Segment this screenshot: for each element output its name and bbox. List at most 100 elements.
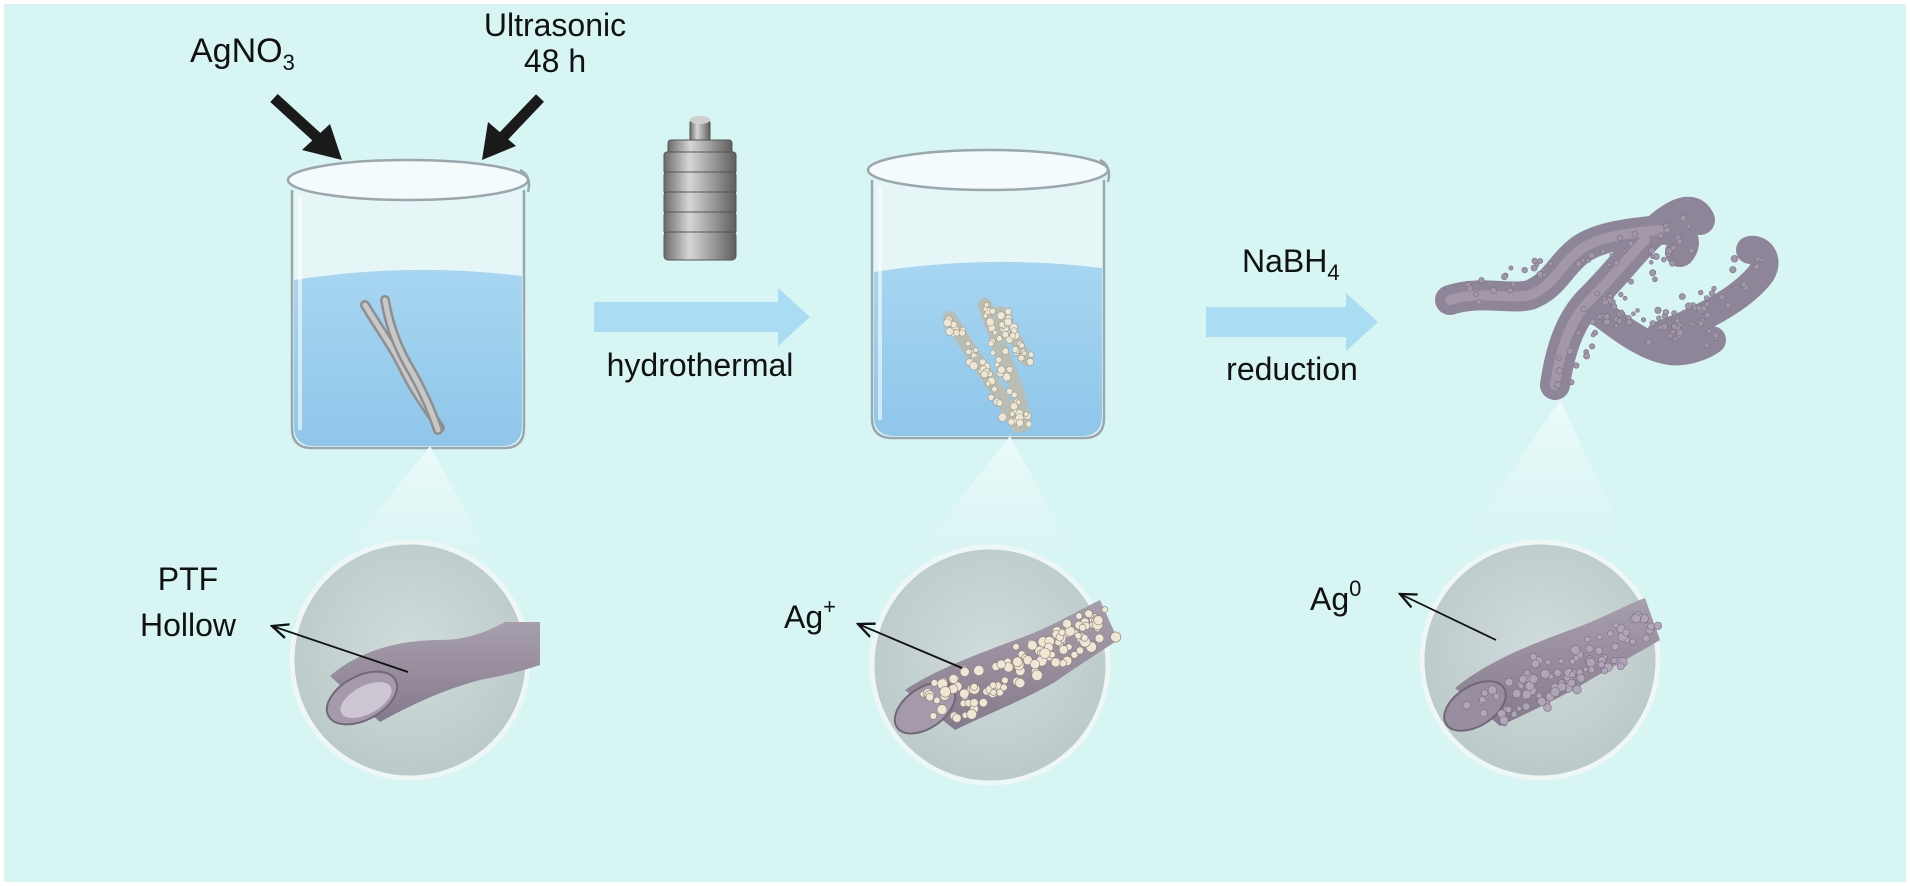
particle bbox=[1462, 701, 1471, 710]
particle bbox=[1523, 669, 1531, 676]
particle bbox=[1011, 345, 1019, 353]
particle bbox=[1616, 234, 1624, 242]
particle bbox=[1594, 646, 1603, 655]
hydrothermal-arrow bbox=[594, 288, 810, 346]
particle bbox=[1558, 658, 1564, 664]
particle bbox=[1580, 306, 1587, 313]
particle bbox=[1708, 290, 1716, 297]
particle bbox=[1611, 642, 1620, 651]
particle bbox=[1611, 303, 1618, 310]
particle bbox=[943, 318, 952, 328]
particle bbox=[1556, 367, 1564, 375]
particle bbox=[1507, 287, 1513, 294]
particle bbox=[1642, 634, 1650, 643]
beaker-1 bbox=[286, 158, 531, 450]
particle bbox=[1518, 675, 1528, 684]
particle bbox=[1078, 623, 1087, 632]
ultrasonic-arrow bbox=[482, 94, 544, 160]
particle bbox=[1690, 321, 1695, 327]
particle bbox=[1018, 342, 1025, 349]
particle bbox=[1649, 260, 1654, 265]
particle bbox=[1753, 263, 1760, 270]
particle bbox=[992, 329, 998, 336]
ag-ion-fibers bbox=[943, 298, 1035, 433]
particle bbox=[1698, 289, 1704, 296]
particle bbox=[1478, 277, 1485, 284]
particle bbox=[1554, 381, 1562, 389]
particle bbox=[1540, 669, 1551, 679]
particle bbox=[1730, 255, 1739, 263]
ptf-label: PTF bbox=[158, 561, 218, 597]
ag-metal-fibers bbox=[1435, 196, 1779, 400]
particle bbox=[1576, 673, 1586, 683]
particle bbox=[1007, 418, 1015, 426]
ag-ion-tube bbox=[893, 600, 1122, 735]
particle bbox=[1575, 260, 1583, 268]
particle bbox=[1711, 285, 1717, 292]
particle bbox=[1521, 689, 1532, 700]
particle bbox=[1074, 632, 1082, 640]
particle bbox=[1693, 341, 1698, 347]
particle bbox=[1031, 669, 1043, 681]
ag-metal-tube bbox=[1443, 598, 1662, 732]
particle bbox=[987, 340, 995, 348]
particle bbox=[1671, 310, 1677, 316]
particle bbox=[1062, 618, 1072, 629]
particle bbox=[1545, 659, 1552, 666]
particle bbox=[1589, 318, 1597, 325]
particle bbox=[1012, 643, 1020, 651]
hollow-label: Hollow bbox=[140, 607, 237, 643]
particle bbox=[1626, 315, 1632, 321]
particle bbox=[1622, 628, 1630, 637]
particle bbox=[978, 358, 986, 366]
particle bbox=[1586, 657, 1596, 668]
beaker-2 bbox=[866, 148, 1111, 440]
particle bbox=[925, 692, 934, 702]
particle bbox=[1628, 278, 1634, 285]
particle bbox=[1009, 402, 1018, 411]
particle bbox=[1002, 372, 1012, 382]
particle bbox=[989, 307, 996, 315]
particle bbox=[1676, 238, 1683, 245]
ag-metal-pointer bbox=[1400, 594, 1497, 641]
particle bbox=[958, 329, 966, 337]
particle bbox=[1589, 343, 1596, 350]
particle bbox=[982, 306, 988, 312]
particle bbox=[1534, 262, 1540, 267]
particle bbox=[933, 696, 941, 705]
particle bbox=[1695, 305, 1703, 312]
particle bbox=[1601, 667, 1608, 675]
particle bbox=[1627, 240, 1635, 247]
ptf-fibers bbox=[360, 295, 445, 435]
particle bbox=[1588, 666, 1596, 674]
particle bbox=[1609, 253, 1615, 258]
particle bbox=[1657, 324, 1664, 331]
particle bbox=[1014, 677, 1026, 689]
particle bbox=[1478, 696, 1487, 704]
particle bbox=[965, 348, 972, 355]
particle bbox=[1590, 332, 1596, 338]
particle bbox=[1536, 270, 1544, 278]
particle bbox=[1754, 256, 1761, 263]
particle bbox=[1530, 659, 1540, 669]
particle bbox=[1050, 657, 1061, 668]
particle bbox=[1508, 265, 1514, 271]
particle bbox=[1582, 666, 1589, 673]
particle bbox=[1622, 248, 1627, 254]
particle bbox=[1001, 330, 1010, 339]
particle bbox=[1657, 232, 1664, 239]
particle bbox=[952, 713, 962, 723]
particle bbox=[1697, 320, 1705, 327]
particle bbox=[1492, 692, 1500, 700]
particle bbox=[970, 683, 979, 691]
particle bbox=[1648, 246, 1656, 254]
particle bbox=[1647, 622, 1655, 631]
particle bbox=[1676, 329, 1684, 337]
particle bbox=[1537, 696, 1547, 707]
particle bbox=[1489, 286, 1498, 295]
particle bbox=[1547, 260, 1553, 266]
particle bbox=[1629, 638, 1636, 645]
particle bbox=[1504, 677, 1514, 687]
particle bbox=[1499, 715, 1509, 725]
